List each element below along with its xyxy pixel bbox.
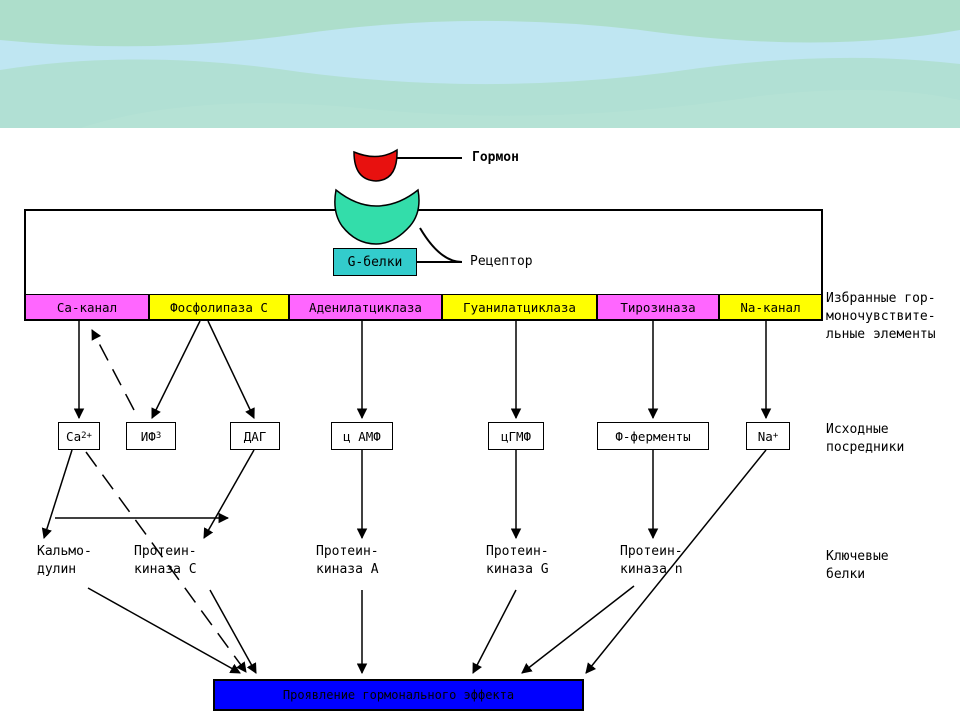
membrane-frame xyxy=(24,209,823,321)
messenger-na-sup: + xyxy=(772,431,779,441)
side-label-proteins: Ключевые белки xyxy=(826,549,889,582)
element-na-channel: Na-канал xyxy=(719,294,822,320)
element-guanylate-cyclase: Гуанилатциклаза xyxy=(442,294,597,320)
protein-kinase-n: Протеин- киназа n xyxy=(620,544,683,577)
side-label-messengers: Исходные посредники xyxy=(826,422,905,455)
element-adenylate-cyclase: Аденилатциклаза xyxy=(289,294,442,320)
receptor-label: Рецептор xyxy=(470,254,533,269)
messenger-ca-text: Ca xyxy=(66,428,82,444)
g-proteins-box: G-белки xyxy=(333,248,417,276)
side-label-elements: Избранные гор- моночувствите- льные элем… xyxy=(826,291,936,342)
messenger-ip3-text: ИФ xyxy=(140,428,156,444)
hormone-shape xyxy=(353,148,398,182)
messenger-ip3-sub: 3 xyxy=(155,431,162,441)
messenger-ca-sup: 2+ xyxy=(81,431,92,441)
protein-kinase-c: Протеин- киназа С xyxy=(134,544,197,577)
header-banner xyxy=(0,0,960,128)
final-effect-box: Проявление гормонального эффекта xyxy=(213,679,584,711)
messenger-camp: ц АМФ xyxy=(331,422,393,450)
element-phospholipase-c: Фосфолипаза С xyxy=(149,294,289,320)
protein-calmodulin: Кальмо- дулин xyxy=(37,544,92,577)
messenger-f-enzymes: Ф-ферменты xyxy=(597,422,709,450)
messenger-na: Na+ xyxy=(746,422,790,450)
messenger-na-text: Na xyxy=(757,428,773,444)
receptor-shape xyxy=(334,188,420,245)
protein-kinase-a: Протеин- киназа А xyxy=(316,544,379,577)
element-ca-channel: Ca-канал xyxy=(25,294,149,320)
messenger-dag: ДАГ xyxy=(230,422,280,450)
protein-kinase-g: Протеин- киназа G xyxy=(486,544,549,577)
hormone-label: Гормон xyxy=(472,150,519,165)
messenger-cgmp: цГМФ xyxy=(488,422,544,450)
element-tyrosinase: Тирозиназа xyxy=(597,294,719,320)
